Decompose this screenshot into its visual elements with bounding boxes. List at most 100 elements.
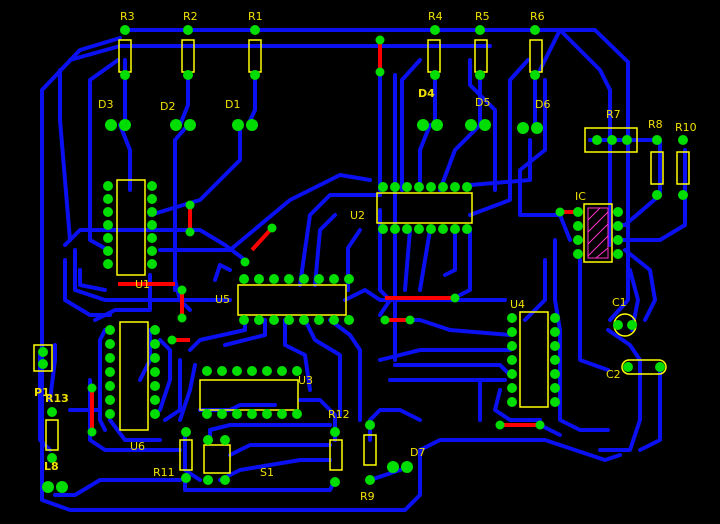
label-r9: R9 xyxy=(360,490,375,503)
pad xyxy=(150,339,160,349)
pad xyxy=(183,25,193,35)
pad xyxy=(147,233,157,243)
pad xyxy=(185,200,195,210)
pad xyxy=(402,182,412,192)
pad xyxy=(652,135,662,145)
pad xyxy=(462,182,472,192)
pad xyxy=(431,119,443,131)
pad xyxy=(414,224,424,234)
pad xyxy=(105,325,115,335)
component-labels: R3 R2 R1 R4 R5 R6 D3 D2 D1 D4 D5 D6 R7 R… xyxy=(34,10,697,503)
label-d1: D1 xyxy=(225,98,240,111)
label-r2: R2 xyxy=(183,10,198,23)
pad xyxy=(147,220,157,230)
pad xyxy=(150,367,160,377)
label-u1: U1 xyxy=(135,278,150,291)
pad xyxy=(402,224,412,234)
pad xyxy=(120,25,130,35)
label-r4: R4 xyxy=(428,10,443,23)
label-d6: D6 xyxy=(535,98,550,111)
pad xyxy=(240,257,250,267)
pad xyxy=(269,315,279,325)
pad xyxy=(232,119,244,131)
pad xyxy=(87,427,97,437)
pad xyxy=(495,420,505,430)
pad xyxy=(202,409,212,419)
pad xyxy=(87,383,97,393)
pad xyxy=(147,207,157,217)
pad xyxy=(185,227,195,237)
pad xyxy=(417,119,429,131)
label-r13: R13 xyxy=(45,392,69,405)
pad xyxy=(177,285,187,295)
pad xyxy=(103,220,113,230)
pad xyxy=(314,274,324,284)
pad xyxy=(507,341,517,351)
pad xyxy=(573,221,583,231)
pad xyxy=(150,409,160,419)
pad xyxy=(438,224,448,234)
pad xyxy=(217,366,227,376)
pads xyxy=(38,25,688,493)
pad xyxy=(378,224,388,234)
pad xyxy=(623,362,633,372)
pad xyxy=(147,259,157,269)
label-d4: D4 xyxy=(418,87,435,100)
ic-hatch xyxy=(587,207,609,259)
pad xyxy=(47,407,57,417)
label-r8: R8 xyxy=(648,118,663,131)
pad xyxy=(147,181,157,191)
pad xyxy=(365,475,375,485)
pad xyxy=(284,315,294,325)
pad xyxy=(401,461,413,473)
pad xyxy=(56,481,68,493)
pad xyxy=(329,315,339,325)
label-r3: R3 xyxy=(120,10,135,23)
pad xyxy=(613,207,623,217)
pad xyxy=(573,249,583,259)
pad xyxy=(284,274,294,284)
pad xyxy=(375,67,385,77)
pad xyxy=(167,335,177,345)
pad xyxy=(232,366,242,376)
pad xyxy=(232,409,242,419)
pad xyxy=(247,409,257,419)
pad xyxy=(550,341,560,351)
pad xyxy=(344,274,354,284)
pad xyxy=(426,224,436,234)
pad xyxy=(465,119,477,131)
pad xyxy=(507,313,517,323)
pad xyxy=(329,274,339,284)
label-p1: P1 xyxy=(34,386,50,399)
pad xyxy=(573,207,583,217)
pad xyxy=(103,181,113,191)
label-r11: R11 xyxy=(153,466,175,479)
pad xyxy=(652,190,662,200)
label-d5: D5 xyxy=(475,96,490,109)
pad xyxy=(592,135,602,145)
pad xyxy=(105,367,115,377)
pad xyxy=(530,70,540,80)
pad xyxy=(387,461,399,473)
pad xyxy=(105,339,115,349)
pad xyxy=(202,366,212,376)
label-r5: R5 xyxy=(475,10,490,23)
pad xyxy=(627,320,637,330)
pad xyxy=(239,315,249,325)
pad xyxy=(250,25,260,35)
pad xyxy=(607,135,617,145)
pad xyxy=(42,481,54,493)
pad xyxy=(147,246,157,256)
pad xyxy=(299,315,309,325)
pad xyxy=(103,207,113,217)
label-c2: C2 xyxy=(606,368,621,381)
pad xyxy=(613,235,623,245)
pad xyxy=(247,366,257,376)
pad xyxy=(299,274,309,284)
pad xyxy=(105,353,115,363)
pad xyxy=(262,409,272,419)
pad xyxy=(250,70,260,80)
pad xyxy=(426,182,436,192)
pad xyxy=(375,35,385,45)
